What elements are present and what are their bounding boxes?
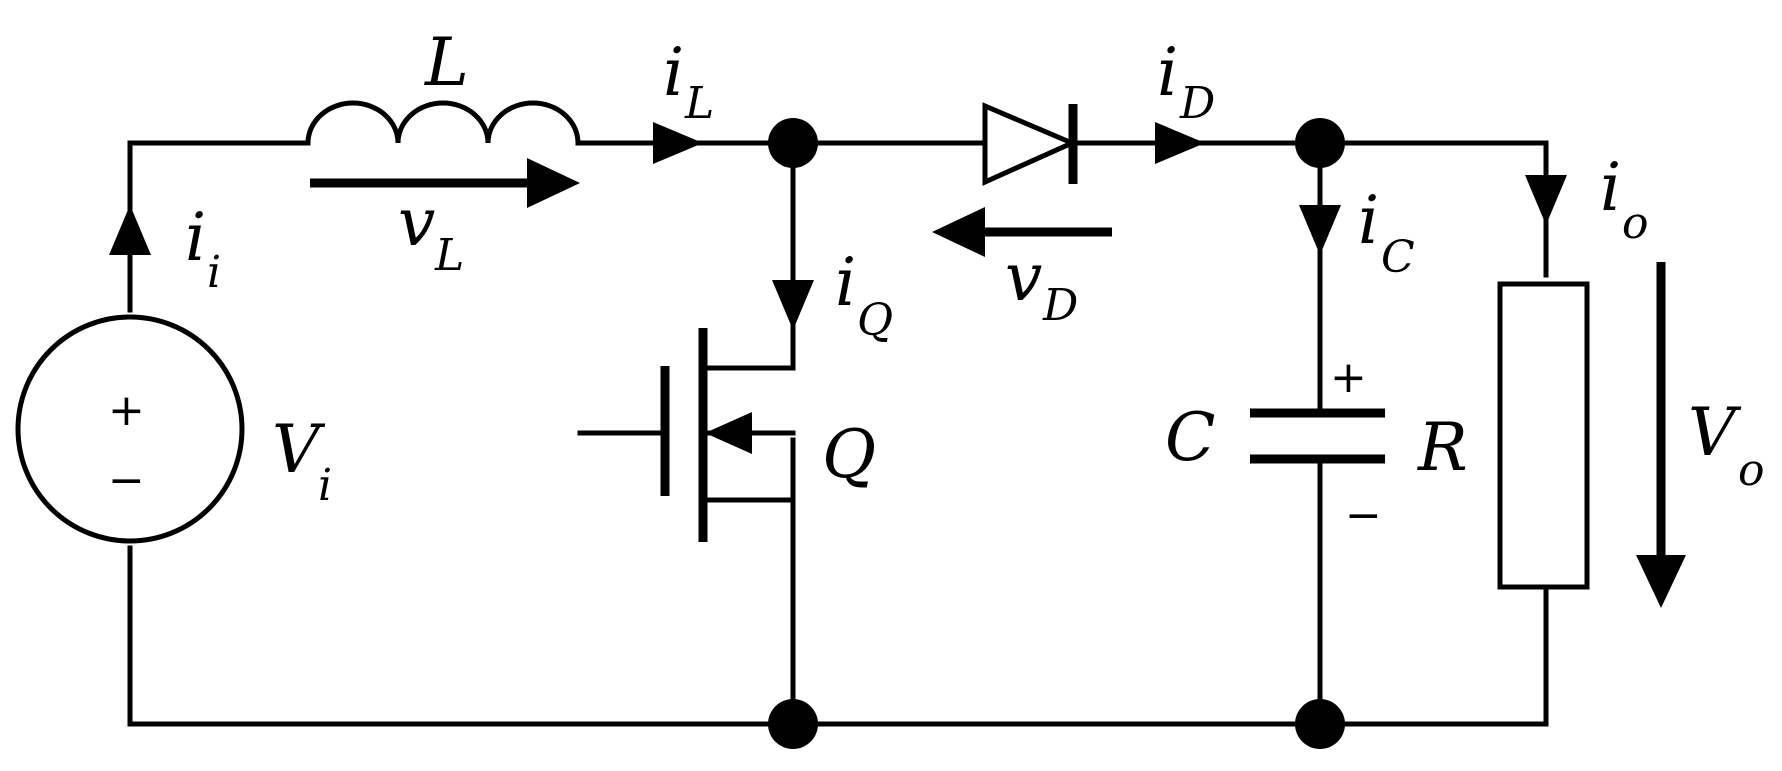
diode-current-label: i <box>1157 34 1178 111</box>
switch-label: Q <box>822 416 876 493</box>
switch-current-arrow <box>772 280 814 330</box>
source-label: V <box>272 411 326 488</box>
input-current-arrow <box>109 205 151 255</box>
current-arrows <box>109 122 1567 330</box>
source-plus: + <box>108 385 145 436</box>
diode-voltage-arrow <box>932 207 985 257</box>
inductor-label: L <box>424 24 469 101</box>
inductor-current-arrow <box>653 122 703 164</box>
diode-voltage-subscript: D <box>1042 280 1078 331</box>
output-voltage-arrow <box>1636 555 1686 608</box>
resistor-label: R <box>1417 409 1468 486</box>
source-label-subscript: i <box>318 460 332 511</box>
junction-dot <box>768 118 818 168</box>
diode-current-subscript: D <box>1179 78 1215 129</box>
cap-current-label: i <box>1358 182 1379 259</box>
junctions <box>768 118 1345 749</box>
diode <box>982 102 1079 186</box>
switch-current-subscript: Q <box>857 295 893 346</box>
input-current-label: i <box>185 199 206 276</box>
source-minus: − <box>108 455 145 506</box>
switch-current-label: i <box>835 244 856 321</box>
voltage-arrows <box>310 158 1686 608</box>
inductor-current-subscript: L <box>684 78 714 129</box>
out-current-subscript: o <box>1622 198 1649 249</box>
mosfet-switch <box>577 328 796 542</box>
capacitor-minus: − <box>1345 490 1382 541</box>
diode-voltage-label: v <box>1005 239 1042 316</box>
labels: L V i i i i L v L i Q Q i D v D i C C R … <box>185 24 1765 511</box>
inductor <box>305 100 581 146</box>
out-current-label: i <box>1600 149 1621 226</box>
out-current-arrow <box>1525 175 1567 225</box>
resistor <box>1497 281 1590 590</box>
cap-current-arrow <box>1299 205 1341 255</box>
junction-dot <box>768 699 818 749</box>
capacitor: + − <box>1250 352 1385 541</box>
junction-dot <box>1295 699 1345 749</box>
input-current-subscript: i <box>207 247 221 298</box>
inductor-voltage-arrow <box>527 158 580 208</box>
output-voltage-subscript: o <box>1738 445 1765 496</box>
inductor-voltage-label: v <box>398 184 435 261</box>
mosfet-body-arrow <box>705 412 752 454</box>
capacitor-label: C <box>1165 399 1216 476</box>
diode-current-arrow <box>1155 122 1205 164</box>
capacitor-plus: + <box>1330 352 1367 403</box>
inductor-voltage-subscript: L <box>434 230 464 281</box>
cap-current-subscript: C <box>1381 232 1415 283</box>
output-voltage-label: V <box>1688 394 1742 471</box>
junction-dot <box>1295 118 1345 168</box>
wires <box>127 140 1549 727</box>
inductor-current-label: i <box>663 34 684 111</box>
voltage-source: + − <box>15 314 245 544</box>
